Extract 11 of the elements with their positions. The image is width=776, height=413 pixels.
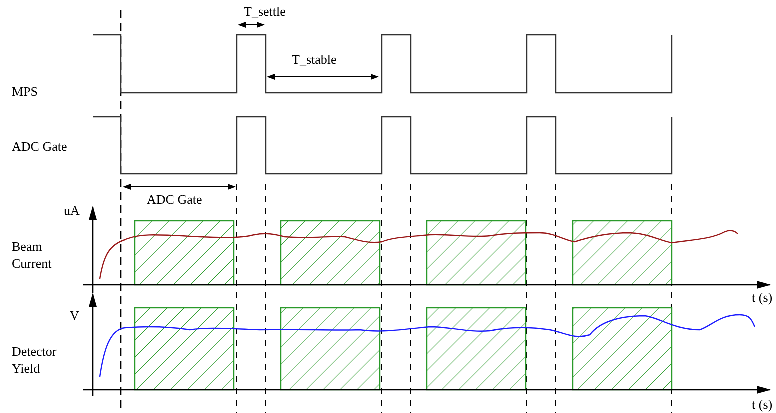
signal-label: Beam Current: [12, 238, 53, 272]
dimension-label: T_settle: [244, 4, 286, 19]
axis-label: V: [70, 308, 80, 323]
signal-label: Detector Yield: [12, 343, 58, 377]
axis-label: t (s): [752, 290, 773, 305]
axis-label: t (s): [752, 397, 773, 412]
dimension-label: ADC Gate: [147, 192, 202, 207]
signal-label: ADC Gate: [12, 139, 68, 154]
signal-label: MPS: [12, 84, 38, 99]
dimension-label: T_stable: [292, 52, 337, 67]
axis-label: uA: [64, 203, 80, 218]
